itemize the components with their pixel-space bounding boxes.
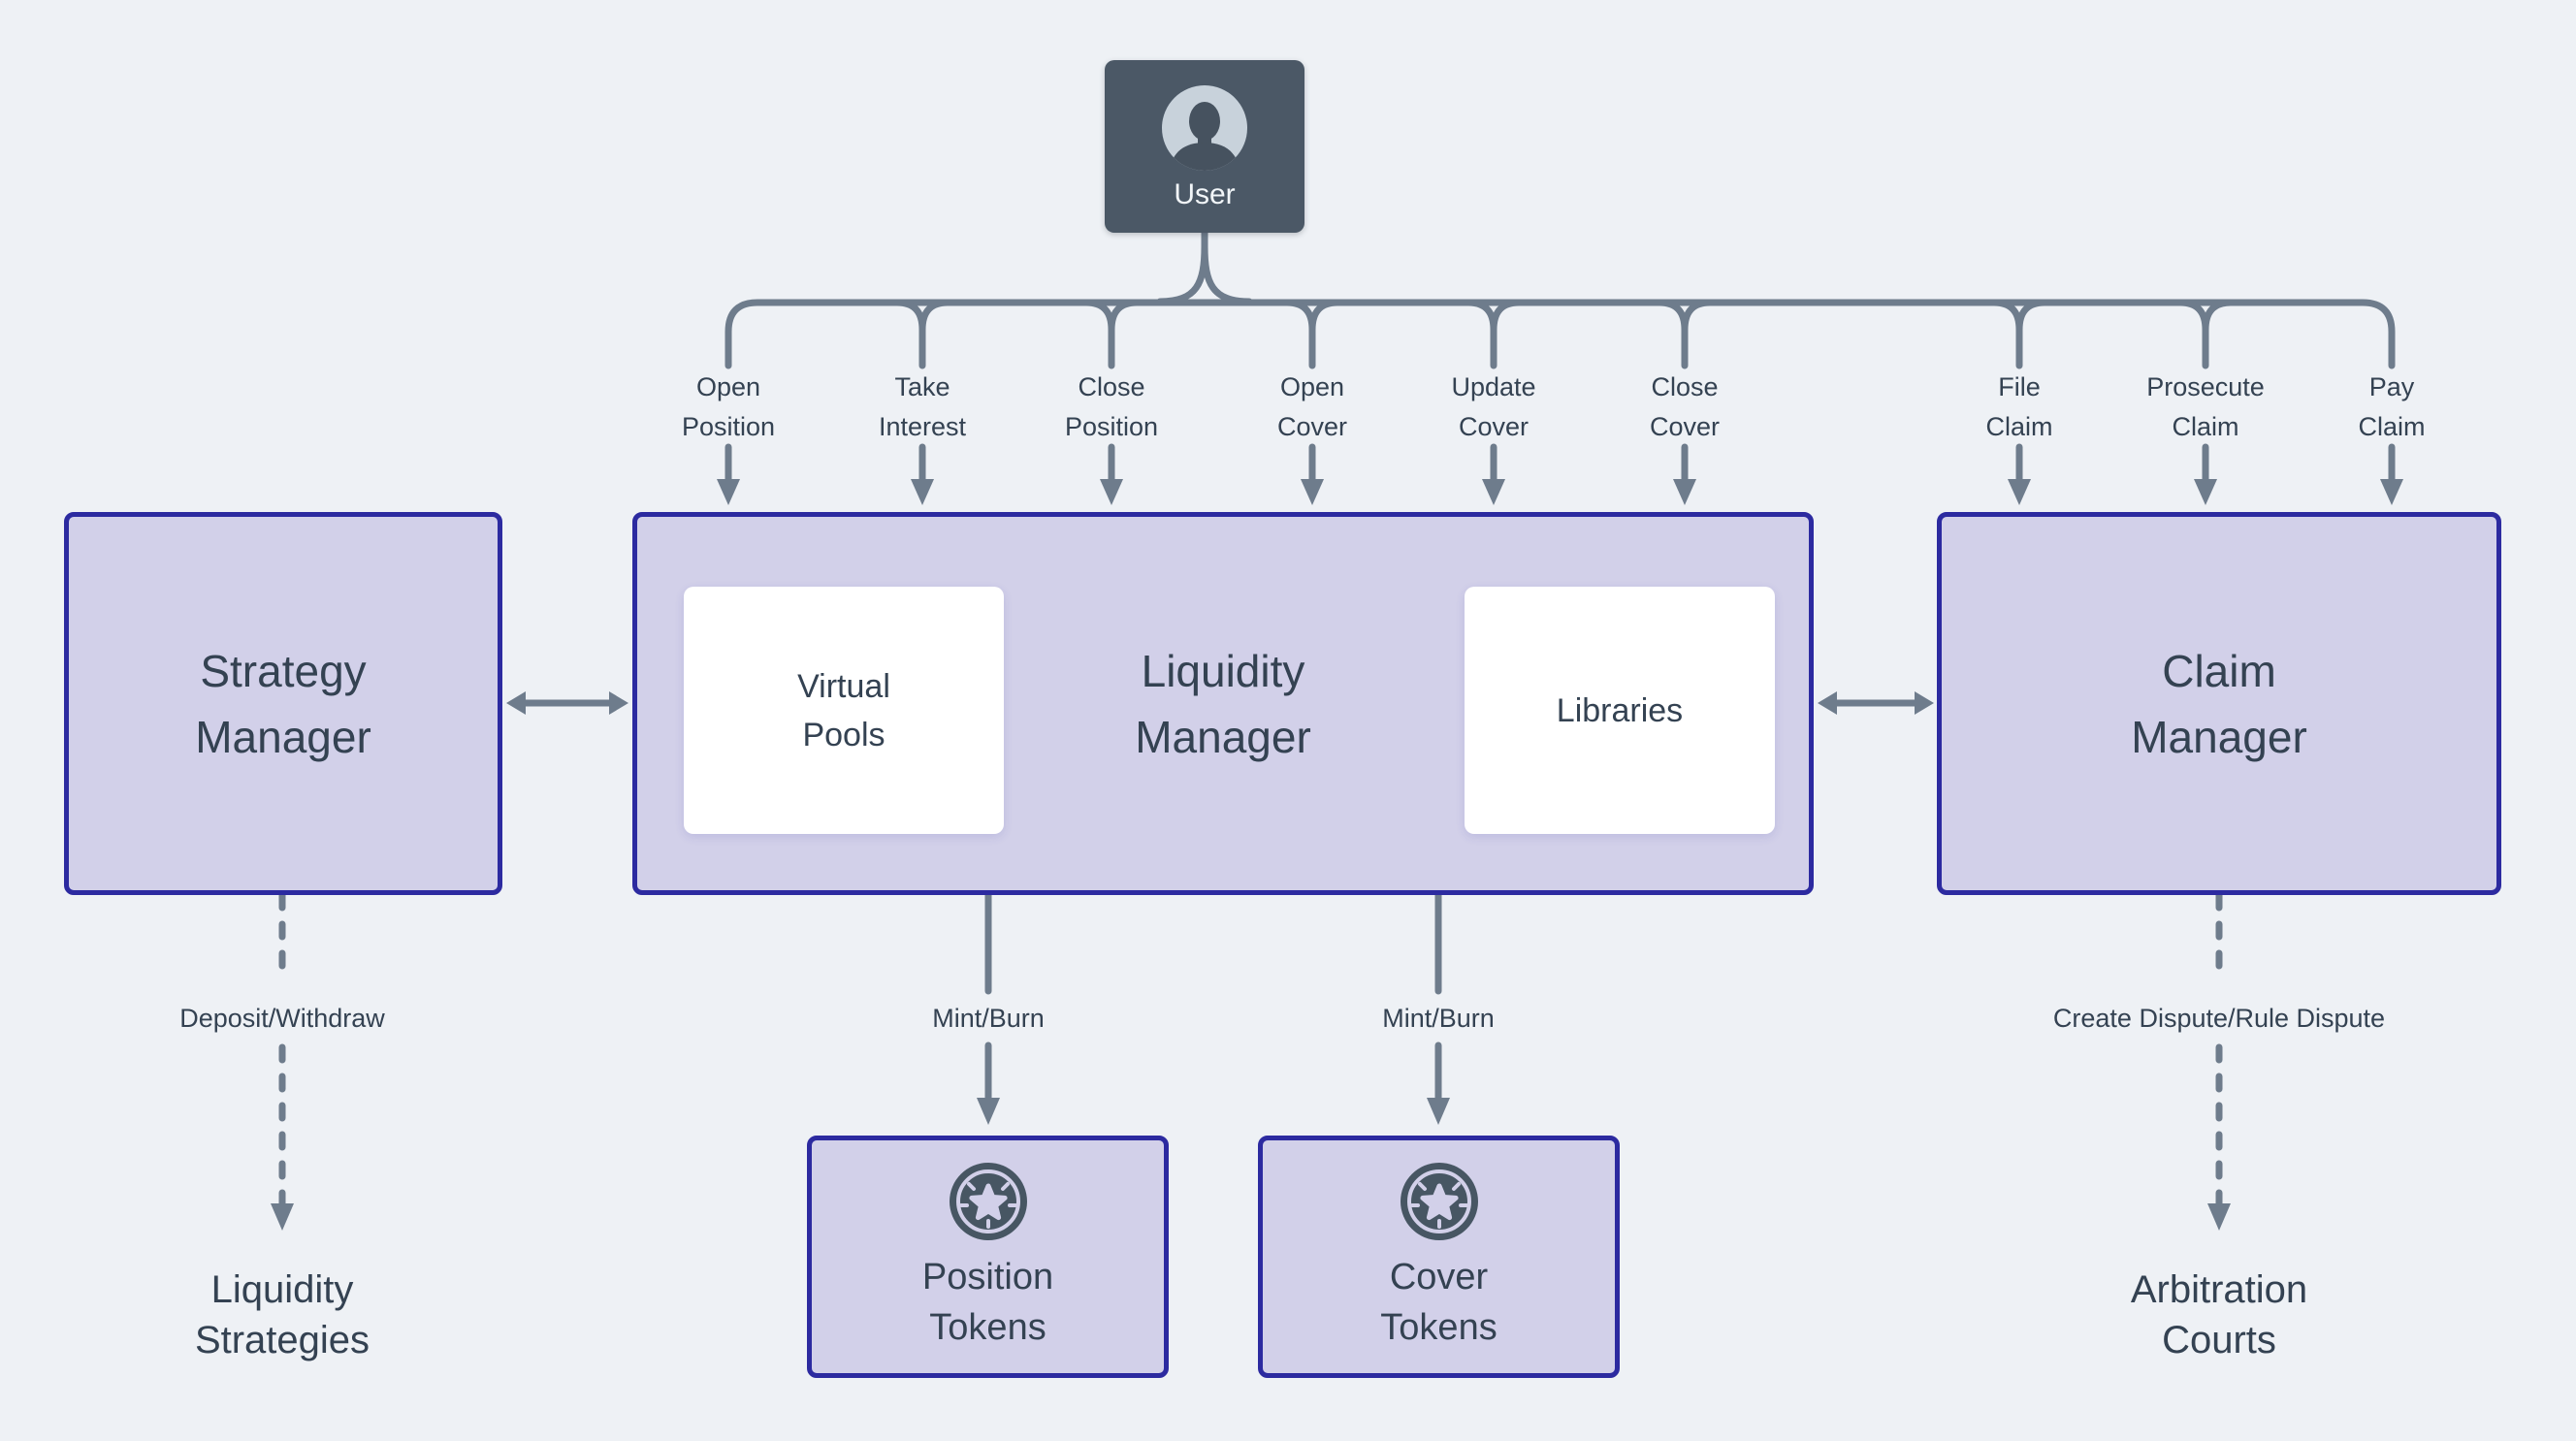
dispute-label: Create Dispute/Rule Dispute [2052, 1004, 2386, 1033]
strategy-manager-node: Strategy Manager [64, 512, 502, 895]
claim-manager-node: Claim Manager [1937, 512, 2501, 895]
action-bus-connector [724, 299, 2396, 369]
deposit-withdraw-label: Deposit/Withdraw [179, 1004, 385, 1033]
token-star-icon [1400, 1163, 1478, 1240]
arrowheads [271, 479, 2403, 1231]
user-stem-connector [1201, 229, 1253, 305]
user-node-label: User [1174, 178, 1236, 210]
virtual-pools-node: Virtual Pools [684, 587, 1004, 834]
liquidity-manager-node: Liquidity Manager Virtual Pools Librarie… [632, 512, 1814, 895]
user-stem-connector [1156, 229, 1208, 305]
mint-burn-cover-label: Mint/Burn [1382, 1004, 1495, 1033]
mint-burn-position-label: Mint/Burn [932, 1004, 1045, 1033]
user-node: User [1105, 60, 1304, 233]
position-tokens-node: Position Tokens [807, 1136, 1169, 1378]
user-icon [1162, 85, 1247, 171]
libraries-node: Libraries [1465, 587, 1775, 834]
arbitration-courts-node: Arbitration Courts [2130, 1268, 2308, 1361]
liquidity-strategies-node: Liquidity Strategies [194, 1268, 370, 1361]
liquidity-manager-title: Liquidity Manager [1135, 645, 1311, 762]
token-star-icon [949, 1163, 1027, 1240]
cover-tokens-node: Cover Tokens [1258, 1136, 1620, 1378]
